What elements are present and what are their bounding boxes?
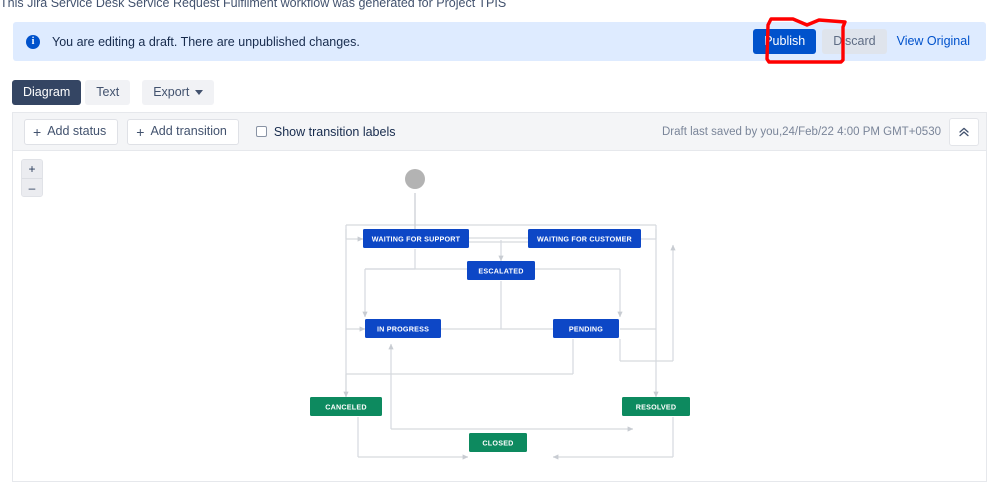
- status-label: CANCELED: [325, 402, 367, 411]
- page-description: This Jira Service Desk Service Request F…: [0, 0, 507, 10]
- status-node-canceled[interactable]: CANCELED: [310, 397, 382, 416]
- status-node-in-progress[interactable]: IN PROGRESS: [365, 319, 441, 338]
- draft-banner-actions: Publish Discard View Original: [753, 29, 974, 54]
- status-label: PENDING: [569, 324, 603, 333]
- add-transition-button[interactable]: + Add transition: [127, 118, 239, 145]
- plus-icon: +: [136, 123, 145, 140]
- zoom-in-button[interactable]: +: [22, 160, 42, 178]
- status-node-waiting-for-support[interactable]: WAITING FOR SUPPORT: [363, 229, 469, 248]
- publish-button[interactable]: Publish: [753, 29, 817, 54]
- zoom-out-button[interactable]: –: [22, 178, 42, 196]
- discard-button[interactable]: Discard: [822, 29, 887, 54]
- status-node-escalated[interactable]: ESCALATED: [467, 261, 535, 280]
- workflow-diagram: WAITING FOR SUPPORT WAITING FOR CUSTOMER…: [310, 169, 690, 460]
- tab-diagram[interactable]: Diagram: [12, 80, 82, 105]
- status-label: IN PROGRESS: [377, 324, 429, 333]
- plus-icon: +: [33, 123, 42, 140]
- show-transition-labels-label: Show transition labels: [273, 124, 396, 139]
- tab-text[interactable]: Text: [85, 80, 131, 105]
- status-label: WAITING FOR CUSTOMER: [537, 234, 633, 243]
- add-status-label: Add status: [47, 124, 107, 139]
- draft-banner-message: You are editing a draft. There are unpub…: [52, 34, 360, 49]
- diagram-canvas[interactable]: + –: [12, 150, 987, 482]
- status-node-pending[interactable]: PENDING: [553, 319, 619, 338]
- status-label: RESOLVED: [636, 402, 677, 411]
- chevron-double-up-icon: [959, 127, 969, 136]
- status-label: WAITING FOR SUPPORT: [372, 234, 461, 243]
- draft-saved-text: Draft last saved by you,24/Feb/22 4:00 P…: [661, 125, 941, 138]
- chevron-down-icon: [195, 89, 204, 95]
- add-transition-label: Add transition: [150, 124, 227, 139]
- status-label: CLOSED: [482, 438, 513, 447]
- status-label: ESCALATED: [478, 266, 523, 275]
- add-status-button[interactable]: + Add status: [24, 118, 119, 145]
- status-node-resolved[interactable]: RESOLVED: [622, 397, 690, 416]
- info-icon: i: [26, 34, 40, 49]
- checkbox-box[interactable]: [255, 126, 267, 137]
- show-transition-labels-checkbox[interactable]: Show transition labels: [255, 124, 396, 139]
- draft-banner: i You are editing a draft. There are unp…: [13, 22, 986, 61]
- view-tabs: Diagram Text Export: [12, 80, 215, 105]
- zoom-controls: + –: [21, 159, 43, 197]
- status-node-waiting-for-customer[interactable]: WAITING FOR CUSTOMER: [528, 229, 641, 248]
- collapse-toolbar-button[interactable]: [949, 117, 979, 146]
- diagram-toolbar: + Add status + Add transition Show trans…: [12, 112, 987, 150]
- export-button[interactable]: Export: [142, 80, 215, 105]
- status-node-closed[interactable]: CLOSED: [469, 433, 527, 452]
- start-circle[interactable]: [405, 169, 425, 189]
- view-original-link[interactable]: View Original: [896, 34, 970, 49]
- export-label: Export: [153, 85, 190, 99]
